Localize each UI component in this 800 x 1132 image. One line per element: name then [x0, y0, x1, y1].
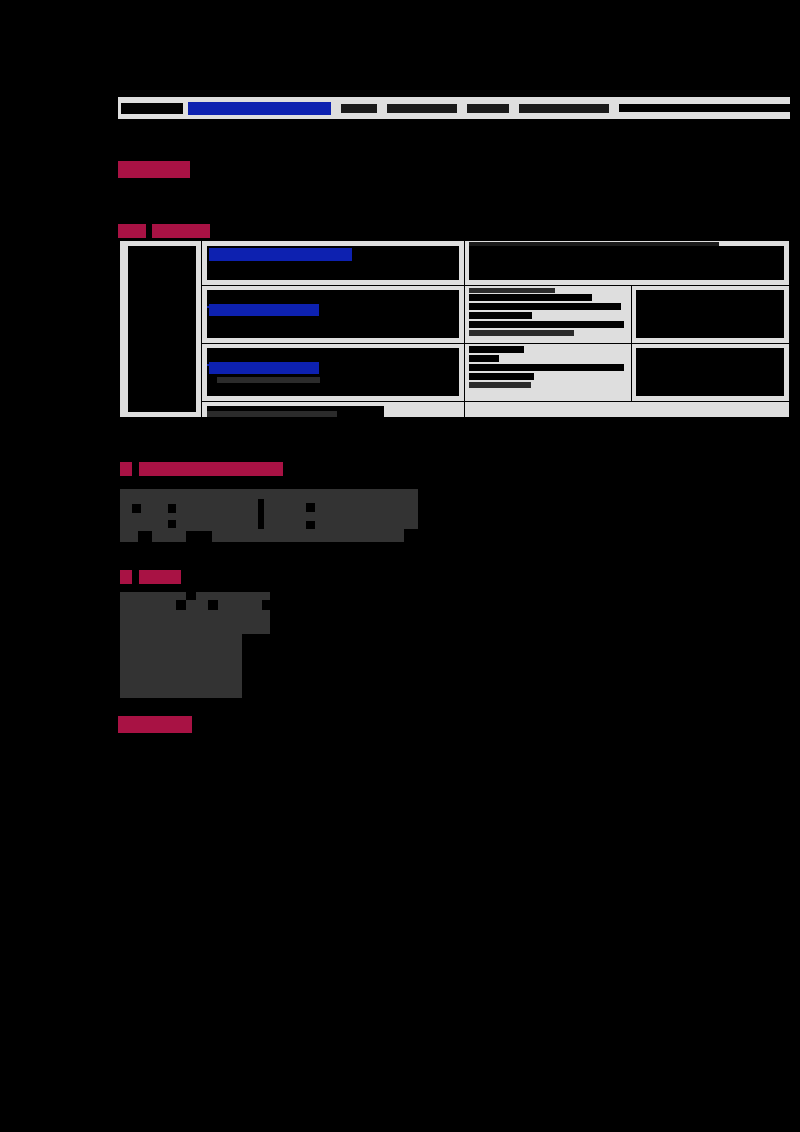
table-row-1-link[interactable] — [209, 248, 352, 261]
page-header-banner — [118, 97, 790, 119]
table-row-1-cell-col3 — [469, 246, 784, 280]
section-1-number — [118, 224, 146, 238]
section-2-notch-2 — [168, 504, 176, 513]
section-3-body-text: [REDACTED] — [0, 0, 1, 1]
page-title — [118, 161, 190, 178]
banner-title-text: [REDACTED] — [0, 0, 1, 1]
section-3-notch-1 — [176, 600, 186, 610]
table-row-3-link[interactable] — [209, 362, 319, 374]
section-2-body-tail-2 — [226, 530, 262, 542]
breadcrumb-item-3[interactable] — [467, 103, 509, 113]
section-2-notch-3 — [168, 520, 176, 528]
table-row-3-cell-col4 — [636, 348, 784, 396]
section-1-title — [152, 224, 210, 238]
table-border-top — [119, 240, 790, 241]
footer-title-text: [REDACTED] — [0, 0, 1, 1]
section-2-notch-4 — [258, 499, 264, 529]
table-row-3-line-4 — [469, 373, 534, 380]
section-3-body-block-bottom — [120, 630, 242, 698]
table-row-2-line-3 — [469, 303, 621, 310]
section-2-notch-7 — [134, 531, 152, 542]
section-3-number — [120, 570, 132, 584]
section-1-title-text: [REDACTED] — [0, 0, 1, 1]
data-table — [119, 240, 790, 418]
breadcrumb-item-1[interactable] — [341, 103, 377, 113]
table-row-divider-3 — [201, 401, 790, 402]
section-3-notch-4 — [262, 600, 271, 610]
table-border-bottom — [119, 417, 790, 418]
table-row-2-line-6 — [469, 330, 574, 336]
table-row-3-line-5 — [469, 382, 531, 388]
banner-trailing-bar — [619, 104, 790, 112]
banner-title[interactable] — [188, 101, 331, 115]
table-row-2-link[interactable] — [209, 304, 319, 316]
breadcrumb-item-2[interactable] — [387, 103, 457, 113]
table-row-2-link-bullet — [207, 306, 215, 308]
section-2-notch-1 — [132, 504, 141, 513]
table-cell-col1-merged — [128, 246, 196, 412]
table-row-3-subline — [217, 377, 320, 383]
section-3-title-text: [REDACTED] — [0, 0, 1, 1]
section-3-number-text: 3. — [0, 0, 1, 1]
section-2-body-tail-1 — [120, 530, 138, 542]
section-2-body-block-extension — [280, 489, 418, 529]
table-row-2-cell-col4 — [636, 290, 784, 338]
table-row-divider-1 — [201, 285, 790, 286]
table-border-right — [789, 240, 790, 418]
section-2-number-text: 2. — [0, 0, 1, 1]
section-2-body-text: [REDACTED] — [0, 0, 1, 1]
section-2-title-text: [REDACTED] — [0, 0, 1, 1]
section-2-notch-6 — [306, 521, 315, 529]
section-3-notch-2 — [186, 590, 196, 600]
table-col-divider-1 — [201, 240, 202, 418]
table-row-2-line-1 — [469, 288, 555, 293]
section-1-number-text: 1. — [0, 0, 1, 1]
table-row-3-line-1 — [469, 346, 524, 353]
section-3-title — [139, 570, 181, 584]
breadcrumb-item-4[interactable] — [519, 103, 609, 113]
table-row-2-line-2 — [469, 294, 592, 301]
section-2-notch-5 — [306, 503, 315, 512]
table-col-divider-2 — [464, 240, 465, 418]
section-3-notch-3 — [208, 600, 218, 610]
table-row-4-subline — [207, 411, 337, 417]
table-row-3-line-3 — [469, 364, 624, 371]
page-title-text: [REDACTED] — [0, 0, 1, 1]
footer-title — [118, 716, 192, 733]
section-2-number — [120, 462, 132, 476]
table-row-2-line-4 — [469, 312, 532, 319]
section-2-title — [139, 462, 283, 476]
table-border-left — [119, 240, 120, 418]
table-row-3-line-2 — [469, 355, 499, 362]
section-2-notch-8 — [186, 531, 212, 542]
banner-leading-bar — [121, 102, 183, 114]
table-row-2-line-5 — [469, 321, 624, 328]
table-row-divider-2 — [201, 343, 790, 344]
table-row-3-link-bullet — [207, 364, 215, 366]
table-row-1-cell-col3-overline — [469, 242, 719, 246]
